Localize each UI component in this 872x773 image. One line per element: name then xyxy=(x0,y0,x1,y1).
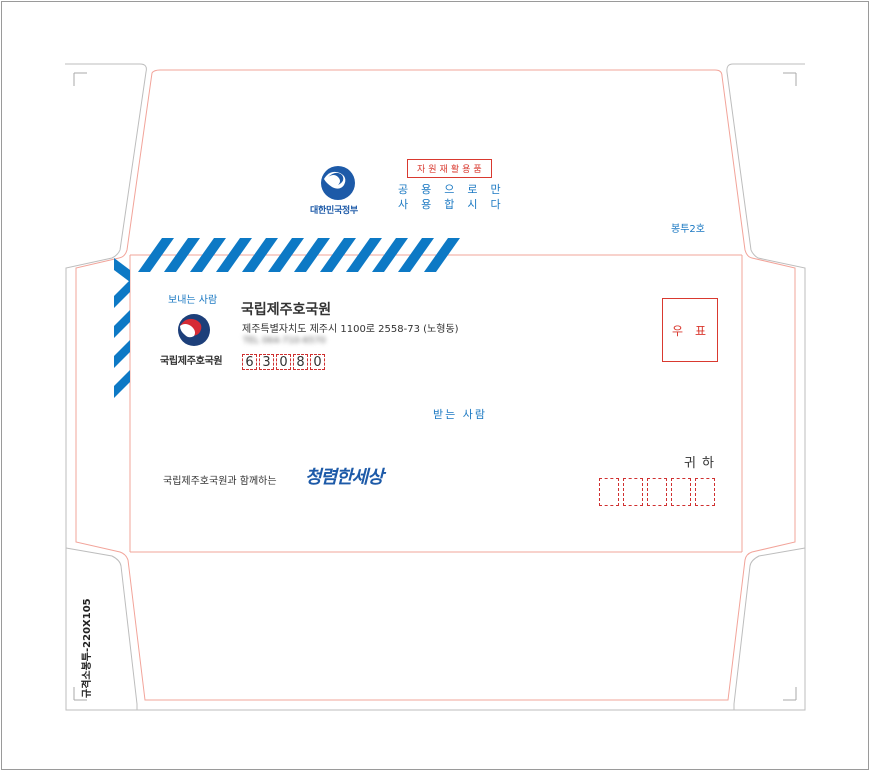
emblem-label: 대한민국정부 xyxy=(310,206,358,216)
slogan-line-2: 사용합시다 xyxy=(398,198,514,211)
gov-emblem-icon xyxy=(320,165,356,205)
sender-org-name: 국립제주호국원 xyxy=(241,302,332,318)
campaign-logo: 청렴한세상 xyxy=(305,467,384,488)
recipient-honorific: 귀하 xyxy=(684,456,720,471)
sender-phone: TEL 064-710-6570 xyxy=(243,336,326,346)
stripe-band-left xyxy=(114,258,130,398)
zip-digit: 8 xyxy=(293,354,308,370)
zip-box xyxy=(599,478,619,506)
sender-label: 보내는 사람 xyxy=(168,295,218,306)
outer-cut-line-bottom xyxy=(65,547,806,710)
envelope-size-code: 봉투2호 xyxy=(671,224,705,235)
sender-address: 제주특별자치도 제주시 1100로 2558-73 (노형동) xyxy=(242,324,459,335)
recycle-badge: 자원재활용품 xyxy=(407,159,492,178)
sender-zip-code: 6 3 0 8 0 xyxy=(242,354,325,370)
slogan-line-1: 공용으로만 xyxy=(398,183,514,196)
zip-digit: 3 xyxy=(259,354,274,370)
zip-digit: 0 xyxy=(276,354,291,370)
footer-tagline: 국립제주호국원과 함께하는 xyxy=(163,476,277,487)
crop-mark-bl xyxy=(73,687,87,701)
outer-cut-line xyxy=(65,63,806,711)
recipient-label: 받는 사람 xyxy=(433,408,487,421)
recipient-zip-boxes xyxy=(599,478,715,506)
crop-mark-tr xyxy=(783,72,797,86)
zip-box xyxy=(695,478,715,506)
zip-box xyxy=(671,478,691,506)
org-logo-label: 국립제주호국원 xyxy=(160,356,223,367)
zip-digit: 0 xyxy=(310,354,325,370)
zip-digit: 6 xyxy=(242,354,257,370)
envelope-spec: 규격소봉투-220X105 xyxy=(82,598,93,698)
zip-box xyxy=(623,478,643,506)
fold-line-v1 xyxy=(129,255,743,552)
zip-box xyxy=(647,478,667,506)
stamp-box: 우표 xyxy=(662,298,718,362)
crop-mark-br xyxy=(783,687,797,701)
org-logo-icon xyxy=(177,313,211,351)
crop-mark-tl xyxy=(73,72,87,86)
stripe-band-top xyxy=(138,238,460,272)
fold-line xyxy=(75,69,796,701)
